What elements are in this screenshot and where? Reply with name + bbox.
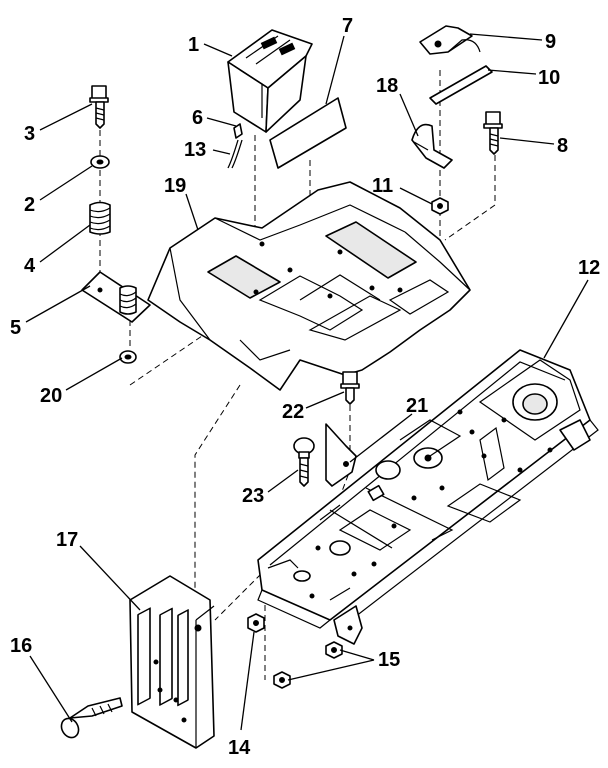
part-20-washer <box>119 350 137 364</box>
part-9-latch <box>419 25 481 55</box>
part-15-nuts <box>273 641 343 689</box>
part-18-clamp <box>411 123 453 169</box>
callout-12: 12 <box>578 257 600 279</box>
callout-1: 1 <box>188 34 199 56</box>
part-23-carriage-bolt <box>293 437 315 487</box>
part-21-bracket <box>325 423 357 487</box>
part-13-wire <box>227 139 243 169</box>
callout-23: 23 <box>242 485 264 507</box>
callout-9: 9 <box>545 31 556 53</box>
callout-2: 2 <box>24 194 35 216</box>
part-22-bolt <box>340 371 360 405</box>
callout-20: 20 <box>40 385 62 407</box>
part-16-bolt <box>60 697 123 739</box>
part-1-tray-box <box>227 29 313 133</box>
part-17-side-panel <box>129 575 215 749</box>
part-4-spring <box>89 201 111 235</box>
leader-lines <box>25 33 589 731</box>
part-12-frame <box>257 349 599 645</box>
callout-3: 3 <box>24 123 35 145</box>
callout-7: 7 <box>342 15 353 37</box>
callout-11: 11 <box>372 175 393 197</box>
callout-22: 22 <box>282 401 304 423</box>
part-19-body-pan <box>147 181 471 391</box>
callout-21: 21 <box>406 395 428 417</box>
callout-labels: 1 2 3 4 5 6 7 8 9 10 11 12 13 14 15 16 1… <box>10 15 600 759</box>
callout-15: 15 <box>378 649 400 671</box>
callout-4: 4 <box>24 255 36 277</box>
part-14-nut <box>247 613 265 633</box>
part-6-clip <box>233 123 243 139</box>
part-10-strip <box>429 65 493 105</box>
callout-8: 8 <box>557 135 568 157</box>
callout-5: 5 <box>10 317 21 339</box>
callout-14: 14 <box>228 737 251 759</box>
part-5-bracket-plate <box>81 271 151 323</box>
callout-16: 16 <box>10 635 32 657</box>
callout-17: 17 <box>56 529 78 551</box>
callout-6: 6 <box>192 107 203 129</box>
callout-19: 19 <box>164 175 186 197</box>
callout-10: 10 <box>538 67 560 89</box>
part-2-washer <box>90 155 110 169</box>
callout-18: 18 <box>376 75 398 97</box>
part-3-bolt <box>89 85 109 129</box>
part-11-nut <box>431 197 449 215</box>
part-7-mat <box>269 97 347 169</box>
callout-13: 13 <box>184 139 206 161</box>
part-8-bolt <box>483 111 503 155</box>
